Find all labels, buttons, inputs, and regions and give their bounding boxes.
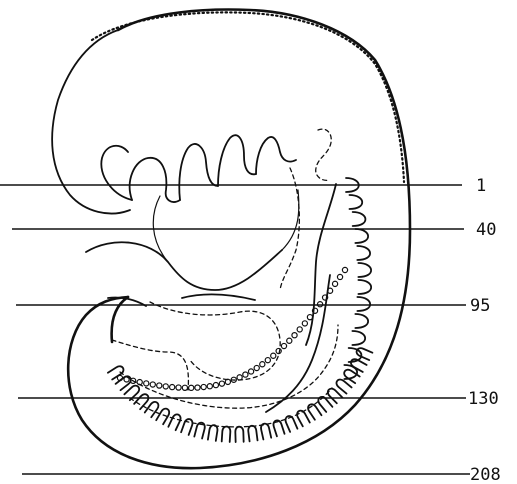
caudal-somite bbox=[349, 358, 366, 372]
somite bbox=[349, 195, 362, 209]
tubule-circle bbox=[243, 372, 248, 377]
body-outline-dorsal bbox=[68, 10, 410, 469]
neural-tube-line bbox=[306, 184, 336, 345]
caudal-somite bbox=[145, 400, 160, 417]
caudal-somite-series bbox=[108, 347, 373, 442]
tubule-circle bbox=[201, 384, 206, 389]
tubule-circle bbox=[163, 384, 168, 389]
tubule-circle bbox=[207, 384, 212, 389]
tubule-circle bbox=[271, 353, 276, 358]
tubule-circle bbox=[297, 327, 302, 332]
section-label-40: 40 bbox=[476, 220, 496, 240]
tubule-circle bbox=[317, 302, 322, 307]
somite bbox=[357, 246, 370, 260]
pharyngeal-arch-4 bbox=[218, 135, 256, 186]
caudal-somite bbox=[248, 425, 258, 441]
tubule-circle bbox=[157, 383, 162, 388]
section-label-1: 1 bbox=[476, 176, 486, 196]
tubule-circle bbox=[195, 385, 200, 390]
somite bbox=[352, 331, 365, 345]
caudal-somite bbox=[181, 418, 194, 435]
section-label-208: 208 bbox=[470, 465, 501, 484]
caudal-somite bbox=[168, 413, 182, 430]
tubule-circle bbox=[237, 375, 242, 380]
tubule-circle bbox=[260, 362, 265, 367]
liver-dashed bbox=[150, 302, 280, 380]
tubule-circle bbox=[265, 358, 270, 363]
somite bbox=[358, 280, 371, 294]
somite bbox=[355, 229, 368, 243]
head-outline bbox=[52, 30, 130, 214]
tubule-circle bbox=[292, 333, 297, 338]
tubule-circle bbox=[307, 315, 312, 320]
tubule-circle bbox=[170, 384, 175, 389]
tubule-circle bbox=[213, 382, 218, 387]
tubule-circle bbox=[281, 343, 286, 348]
heart-lower-curve bbox=[182, 294, 255, 300]
otic-region-dashed bbox=[316, 129, 332, 180]
caudal-somite bbox=[295, 409, 309, 426]
caudal-somite bbox=[235, 427, 243, 442]
caudal-somite bbox=[208, 425, 218, 441]
pharyngeal-arch-2 bbox=[130, 158, 180, 202]
tubule-circle bbox=[189, 385, 194, 390]
somite bbox=[357, 297, 370, 311]
neural-tube-inner bbox=[266, 275, 330, 412]
tubule-circle bbox=[144, 381, 149, 386]
tubule-circle bbox=[337, 274, 342, 279]
tubule-circle bbox=[287, 338, 292, 343]
tubule-circle bbox=[302, 321, 307, 326]
somite bbox=[353, 212, 366, 226]
tubule-circle bbox=[219, 381, 224, 386]
somite bbox=[358, 263, 371, 277]
tubule-circle bbox=[332, 281, 337, 286]
section-label-95: 95 bbox=[470, 296, 490, 316]
caudal-somite bbox=[355, 347, 372, 360]
caudal-somite bbox=[222, 426, 231, 442]
tubule-circle bbox=[342, 267, 347, 272]
tubule-circle bbox=[150, 382, 155, 387]
tail-fold bbox=[112, 297, 128, 342]
ectoderm-dotted-outline bbox=[92, 12, 404, 182]
tubule-circle bbox=[176, 385, 181, 390]
gut-dashed bbox=[112, 340, 188, 390]
mesonephric-dashed bbox=[120, 325, 338, 408]
section-label-130: 130 bbox=[468, 389, 499, 409]
tubule-circle bbox=[225, 379, 230, 384]
pharyngeal-arch-3 bbox=[179, 144, 218, 200]
tubule-circle bbox=[254, 365, 259, 370]
somite bbox=[355, 314, 368, 328]
tubule-circle bbox=[248, 369, 253, 374]
caudal-somite bbox=[260, 423, 271, 440]
heart-outline bbox=[86, 242, 282, 290]
tubule-circle bbox=[124, 377, 129, 382]
caudal-somite bbox=[306, 403, 321, 420]
tubule-circle bbox=[182, 385, 187, 390]
pharyngeal-arch-1 bbox=[101, 146, 132, 200]
heart-right-contour bbox=[282, 190, 299, 250]
